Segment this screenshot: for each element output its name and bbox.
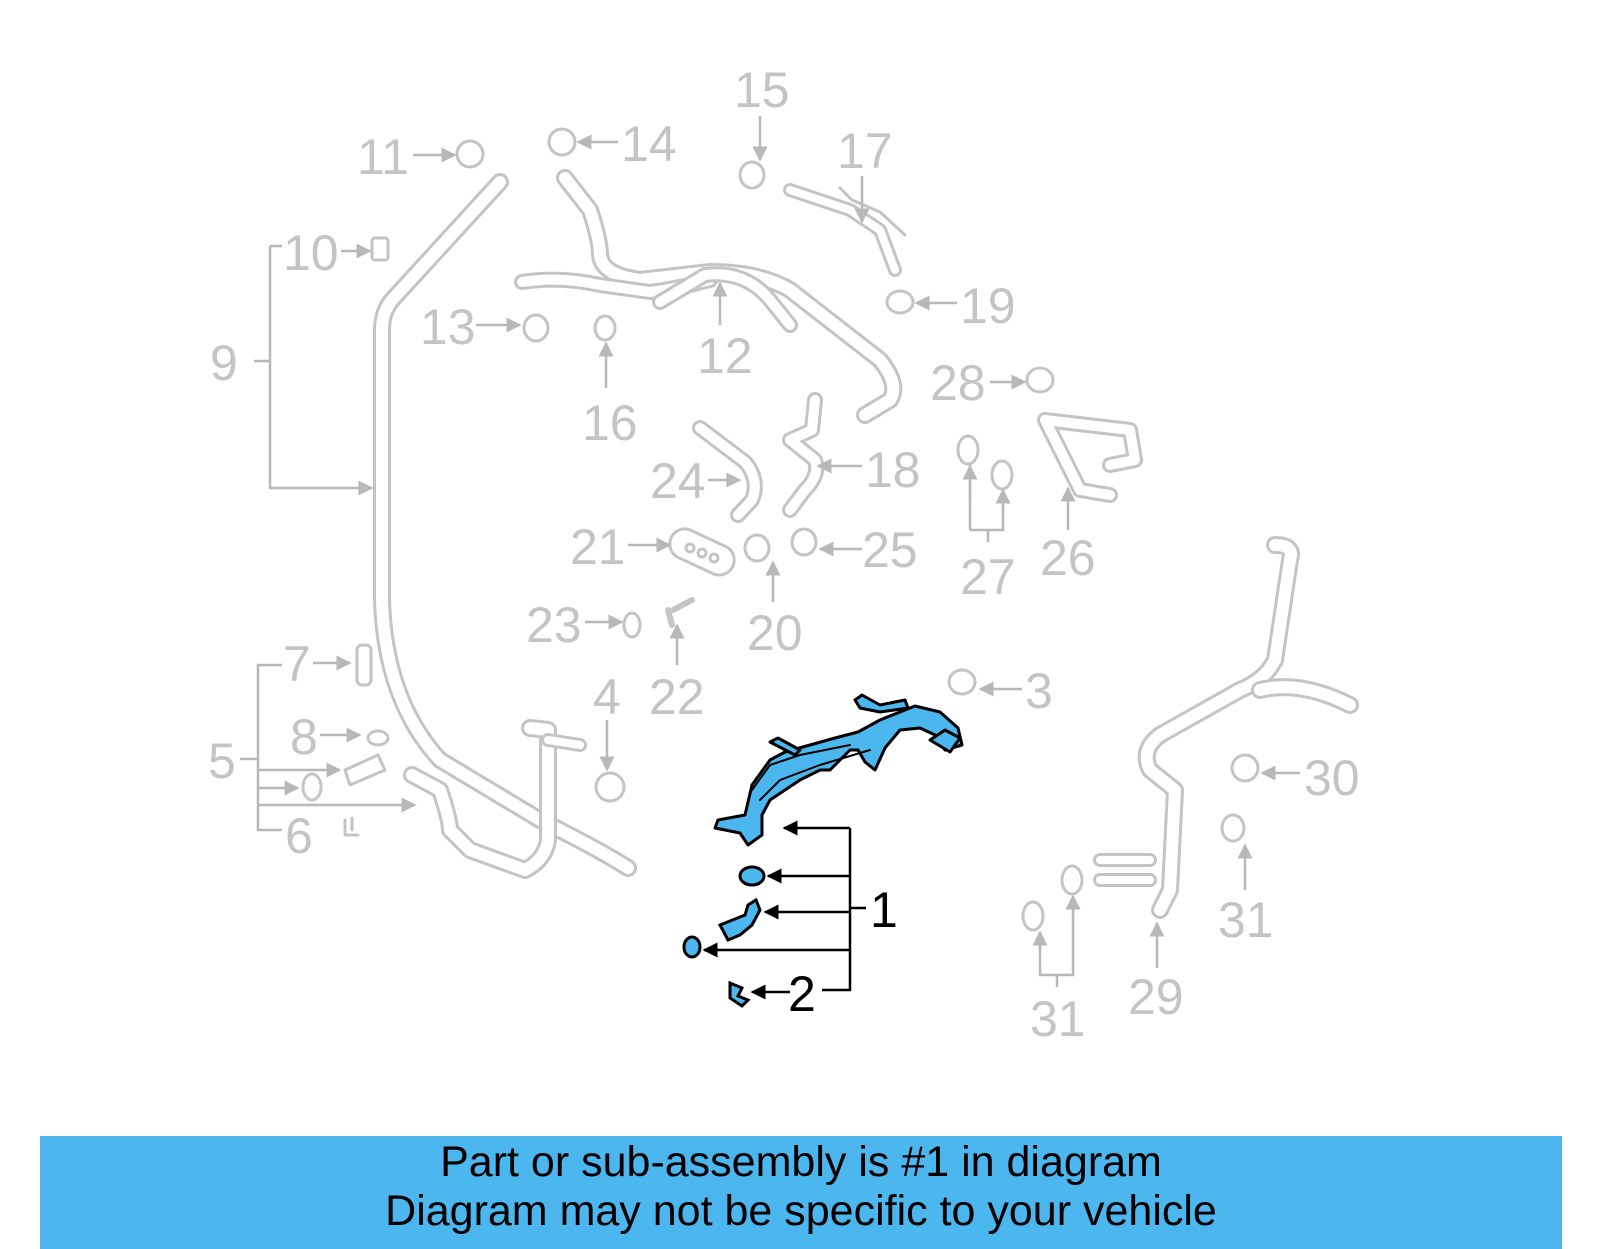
washer-5 (301, 772, 323, 802)
callout-26: 26 (1040, 530, 1096, 586)
leader-9 (268, 246, 374, 496)
clip-10 (370, 236, 390, 262)
hose-24 (692, 420, 763, 523)
bolt-22 (665, 597, 695, 628)
fitting-8 (343, 729, 390, 787)
leader-5 (256, 663, 282, 832)
pipe-17 (783, 183, 907, 277)
leader-31a (1038, 898, 1075, 977)
pipe-29 (1093, 536, 1359, 919)
callout-28: 28 (930, 355, 986, 411)
footer-banner: Part or sub-assembly is #1 in diagram Di… (40, 1136, 1562, 1249)
callout-2: 2 (788, 966, 816, 1022)
hose-5 (403, 719, 587, 879)
callout-20: 20 (747, 605, 803, 661)
callout-25: 25 (862, 522, 918, 578)
callout-4: 4 (593, 669, 621, 725)
clamps-gray (455, 127, 1260, 932)
hose-18 (782, 392, 825, 518)
callout-8: 8 (290, 709, 318, 765)
callout-6: 6 (285, 808, 313, 864)
callout-19: 19 (960, 278, 1016, 334)
callout-11: 11 (357, 129, 409, 185)
callout-29: 29 (1128, 969, 1184, 1025)
valve-7 (355, 643, 373, 687)
part-1-pipe-assembly (713, 693, 964, 847)
callout-23: 23 (526, 597, 582, 653)
callout-15: 15 (734, 62, 790, 118)
callout-3: 3 (1025, 663, 1053, 719)
callout-10: 10 (283, 225, 339, 281)
part-1-small-clamp (738, 865, 766, 887)
callout-5: 5 (208, 733, 236, 789)
callout-12: 12 (697, 328, 753, 384)
callout-30: 30 (1304, 750, 1360, 806)
callout-13: 13 (420, 299, 476, 355)
callout-7: 7 (283, 636, 311, 692)
pipe-26 (1037, 412, 1143, 503)
callout-31-right: 31 (1218, 892, 1274, 948)
callout-22: 22 (649, 669, 705, 725)
callout-1: 1 (870, 882, 898, 938)
callout-16: 16 (582, 395, 638, 451)
callout-14: 14 (621, 116, 677, 172)
part-1-o-ring (682, 935, 702, 959)
callout-9: 9 (210, 335, 238, 391)
callout-17: 17 (837, 123, 893, 179)
leader-1 (822, 828, 852, 992)
callout-24: 24 (650, 453, 706, 509)
hose-9 (373, 173, 637, 877)
hose-12 (514, 169, 903, 424)
washer-23 (622, 611, 642, 639)
callout-31-bottom: 31 (1030, 991, 1086, 1047)
callout-27: 27 (960, 549, 1016, 605)
part-1-elbow (717, 897, 762, 942)
footer-line-disclaimer: Diagram may not be specific to your vehi… (385, 1187, 1217, 1235)
part-2-clip (728, 980, 751, 1008)
footer-line-part-number: Part or sub-assembly is #1 in diagram (440, 1138, 1162, 1186)
callout-18: 18 (865, 442, 921, 498)
callout-21: 21 (570, 519, 626, 575)
clip-6 (343, 816, 360, 837)
gasket-21 (668, 527, 736, 577)
